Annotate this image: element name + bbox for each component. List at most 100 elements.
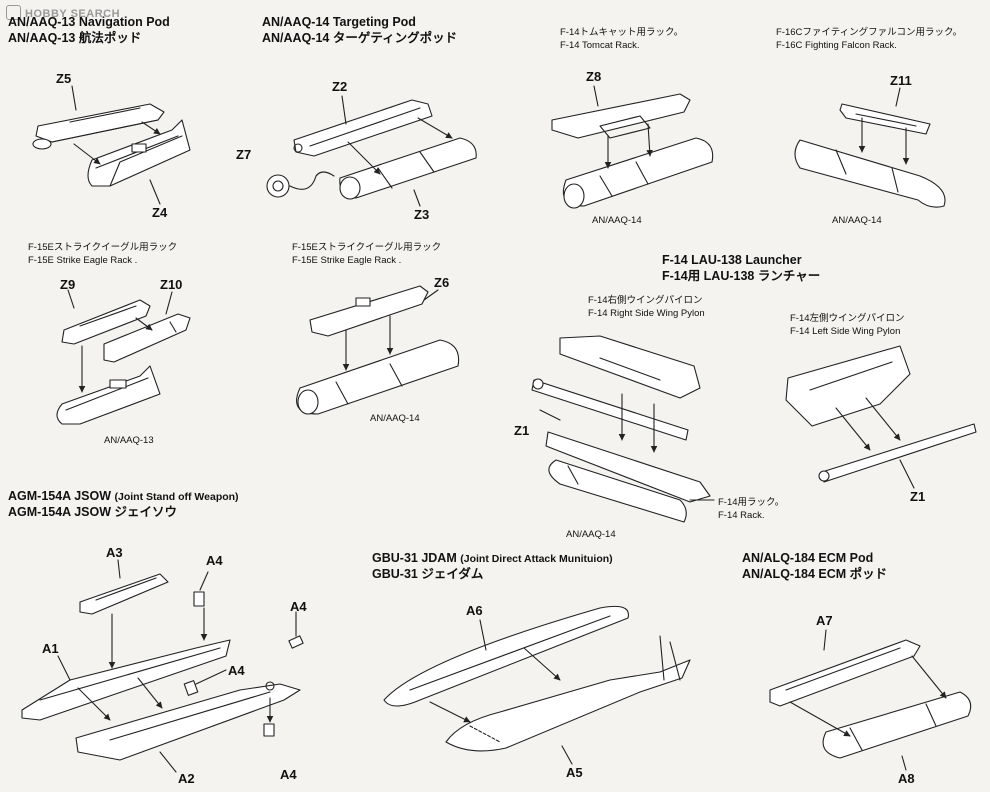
z4-leader: [149, 179, 161, 205]
z5-rack-drawing: [32, 103, 165, 150]
jdam-title-main: GBU-31 JDAM: [372, 551, 457, 565]
right-pylon-drawing: [559, 335, 701, 399]
logo-icon: [6, 5, 21, 20]
part-label-z4: Z4: [152, 205, 168, 220]
part-label-z9: Z9: [60, 277, 76, 292]
lau-left-arrow-b: [865, 397, 901, 441]
a3-rack-drawing: [79, 573, 169, 615]
a7-rack-drawing: [769, 639, 921, 707]
part-label-a1: A1: [42, 641, 59, 656]
z11-rack-drawing: [839, 103, 931, 135]
watermark: HOBBY SEARCH: [6, 5, 120, 20]
lau-pod-drawing: [548, 459, 687, 523]
z9-arrow: [135, 317, 153, 331]
z5-arrow-a: [73, 143, 101, 165]
left-pylon-caption-jp: F-14左側ウイングパイロン: [790, 313, 905, 324]
a3-leader: [117, 559, 121, 579]
z4-pod-drawing: [87, 119, 191, 187]
part-label-a4-c: A4: [290, 599, 307, 614]
z11-pod-drawing: [794, 139, 946, 208]
part-label-z1-right: Z1: [514, 423, 530, 438]
a2-leader: [159, 751, 177, 773]
right-pylon-caption-jp: F-14右側ウイングパイロン: [588, 295, 703, 306]
watermark-text: HOBBY SEARCH: [25, 8, 121, 20]
f14rack-caption-jp: F-14トムキャット用ラック。: [560, 27, 684, 38]
f16rack-caption-jp: F-16Cファイティングファルコン用ラック。: [776, 27, 963, 38]
z3-pod-drawing: [339, 137, 477, 200]
part-label-a4-a: A4: [206, 553, 223, 568]
z7-sensor-drawing: [266, 171, 335, 198]
z6-leader: [423, 289, 439, 301]
f15rack-b-pod-label: AN/AAQ-14: [370, 413, 420, 424]
part-label-a8: A8: [898, 771, 915, 786]
lau138-title-jp: F-14用 LAU-138 ランチャー: [662, 269, 821, 283]
z5-leader: [71, 85, 77, 111]
z11-leader: [895, 87, 901, 107]
a4b-leader: [195, 669, 227, 685]
part-label-z3: Z3: [414, 207, 430, 222]
z5-arrow-b: [141, 121, 161, 135]
jdam-title-jp: GBU-31 ジェイダム: [372, 567, 484, 581]
z2-leader: [341, 95, 347, 125]
lau-pod-label: AN/AAQ-14: [566, 529, 616, 540]
a1-arrow-b: [137, 677, 163, 709]
z1-rail-a-drawing: [531, 378, 689, 441]
z10-leader: [165, 291, 173, 315]
z8-rack-drawing: [551, 93, 691, 139]
z1a-leader: [539, 409, 561, 421]
z2-arrow-b: [417, 117, 453, 139]
part-label-a4-d: A4: [280, 767, 297, 782]
right-pylon-caption-en: F-14 Right Side Wing Pylon: [588, 308, 705, 319]
f14-rack-b-drawing: [545, 431, 711, 503]
part-label-z8: Z8: [586, 69, 602, 84]
z2-arrow-a: [347, 141, 381, 175]
f15rack-a-caption-en: F-15E Strike Eagle Rack .: [28, 255, 138, 266]
part-label-a2: A2: [178, 771, 195, 786]
left-pylon-caption-en: F-14 Left Side Wing Pylon: [790, 326, 901, 337]
tgtpod-title-jp: AN/AAQ-14 ターゲティングポッド: [262, 31, 458, 45]
a8-leader: [901, 755, 907, 771]
a4-fin-d-drawing: [263, 723, 275, 737]
z9-rack-drawing: [61, 299, 151, 345]
z8-pod-drawing: [562, 137, 714, 209]
jsow-title-main: AGM-154A JSOW: [8, 489, 112, 503]
f15rack-a-caption-jp: F-15Eストライクイーグル用ラック: [28, 242, 178, 253]
z1b-leader: [899, 459, 915, 489]
z3-leader: [413, 189, 421, 207]
a4a-leader: [199, 571, 209, 591]
a2-body-drawing: [75, 681, 301, 761]
part-label-z1-left: Z1: [910, 489, 926, 504]
part-label-a3: A3: [106, 545, 123, 560]
navpod-title-en: AN/AAQ-13 Navigation Pod: [8, 15, 170, 29]
tgtpod-title-en: AN/AAQ-14 Targeting Pod: [262, 15, 416, 29]
a7-arrow-a: [789, 701, 851, 737]
lau138-title-en: F-14 LAU-138 Launcher: [662, 253, 802, 267]
z8-arrow-b: [646, 123, 653, 157]
navpod-title-jp: AN/AAQ-13 航法ポッド: [8, 31, 142, 45]
z8-pod-label: AN/AAQ-14: [592, 215, 642, 226]
z6-rack-drawing: [309, 285, 429, 337]
a8-pod-drawing: [822, 691, 972, 759]
part-label-a4-b: A4: [228, 663, 245, 678]
left-pylon-drawing: [785, 345, 911, 427]
f16rack-caption-en: F-16C Fighting Falcon Rack.: [776, 40, 897, 51]
a6-arrow-b: [523, 647, 561, 681]
a4-fin-b-drawing: [183, 680, 199, 696]
a1-arrow: [77, 687, 111, 721]
lau-left-arrow-a: [835, 407, 871, 451]
part-label-a6: A6: [466, 603, 483, 618]
z9-leader: [67, 289, 75, 309]
ecm-title-en: AN/ALQ-184 ECM Pod: [742, 551, 874, 565]
part-label-z10: Z10: [160, 277, 183, 292]
part-label-z11: Z11: [890, 73, 912, 88]
a5-bomb-drawing: [445, 635, 691, 752]
part-label-a5: A5: [566, 765, 583, 780]
z2-rack-drawing: [293, 99, 433, 157]
part-label-a7: A7: [816, 613, 833, 628]
a1-leader: [57, 655, 71, 681]
a6-shell-drawing: [383, 605, 629, 707]
f15rack-b-caption-en: F-15E Strike Eagle Rack .: [292, 255, 402, 266]
a4-fin-a-drawing: [193, 591, 205, 607]
a6-arrow-a: [429, 701, 471, 723]
